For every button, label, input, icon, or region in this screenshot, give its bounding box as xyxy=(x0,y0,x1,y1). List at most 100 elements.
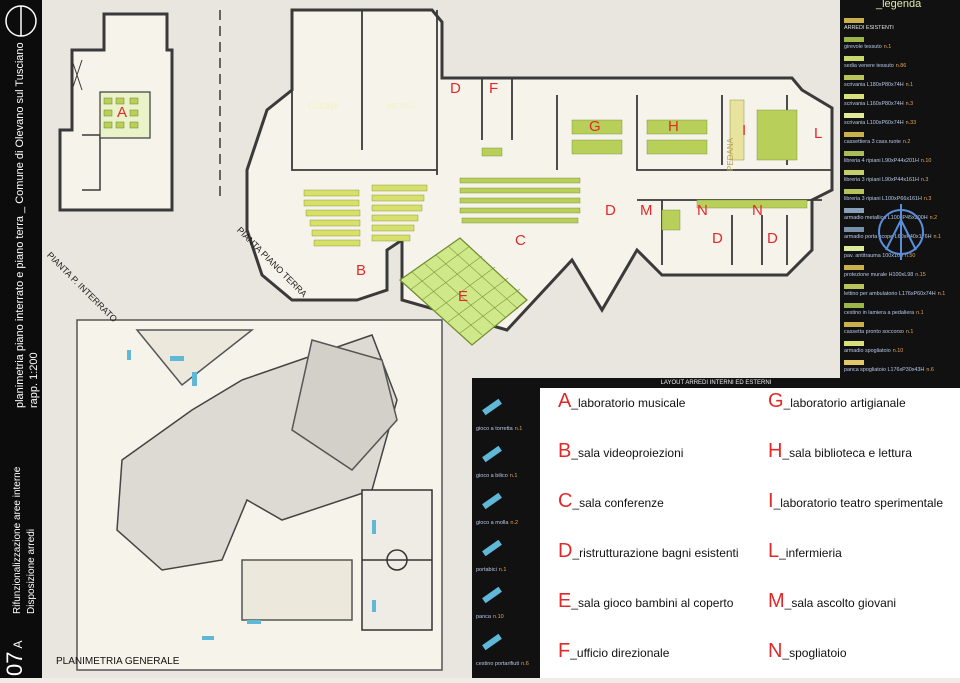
layout-header: LAYOUT ARREDI INTERNI ED ESTERNI xyxy=(472,378,960,388)
room-marker-m: M xyxy=(640,202,653,219)
room-key-entry: I_laboratorio teatro sperimentale xyxy=(768,490,943,513)
legend-item-label: scrivania L180xP80x74H xyxy=(844,82,904,88)
room-key-letter: D xyxy=(558,540,573,562)
room-key-entry: A_laboratorio musicale xyxy=(558,390,685,413)
basement-plan xyxy=(58,10,221,212)
sheet-subtitle: Disposizione arredi xyxy=(26,528,37,614)
room-key-entry: D_ristrutturazione bagni esistenti xyxy=(558,540,739,563)
room-marker-n: N xyxy=(697,202,708,219)
site-play-equipment xyxy=(127,350,376,640)
legend-item-label: cestino in lamiera a pedaliera xyxy=(844,310,915,316)
bench-icon xyxy=(482,586,502,604)
room-marker-d3: D xyxy=(712,230,723,247)
basement-furniture xyxy=(103,97,139,129)
room-marker-f: F xyxy=(489,80,499,97)
room-key-text: _sala videoproiezioni xyxy=(571,446,684,460)
label-canteen: MENSA xyxy=(387,102,416,111)
room-key-text: _sala ascolto giovani xyxy=(784,596,897,610)
room-marker-b: B xyxy=(356,262,367,279)
legend-swatch xyxy=(844,37,864,42)
legend-item-label: sedia venere tessuto xyxy=(844,63,894,69)
legend-swatch xyxy=(844,75,864,80)
sheet-title: Rifunzionalizzazione aree interne xyxy=(12,466,23,614)
lab-furniture xyxy=(571,99,808,231)
legend-item-qty: n.3 xyxy=(920,177,929,183)
plan-scale: rapp. 1:200 xyxy=(28,352,40,408)
north-arrow-icon xyxy=(878,204,924,260)
label-stage: PEDANA xyxy=(725,138,735,171)
ground-floor-plan xyxy=(245,8,834,332)
legend-item-qty: n.2 xyxy=(929,215,938,221)
legend-item-label: scrivania L160xP80x74H xyxy=(844,101,904,107)
room-key-letter: M xyxy=(768,590,785,612)
external-item-qty: n.1 xyxy=(498,567,507,573)
room-key-text: _spogliatoio xyxy=(782,646,847,660)
room-key-text: _laboratorio musicale xyxy=(571,396,686,410)
legend-item-label: lettino per ambulatorio L176xP60x74H xyxy=(844,291,936,297)
legend-swatch xyxy=(844,265,864,270)
legend-swatch xyxy=(844,303,864,308)
room-key-letter: L xyxy=(768,540,780,562)
bike-rack-icon xyxy=(482,539,502,557)
room-marker-n2: N xyxy=(752,202,763,219)
legend-item-qty: n.10 xyxy=(892,348,904,354)
legend-item-qty: n.1 xyxy=(916,310,924,316)
external-item-name: gioco a molla xyxy=(476,520,509,526)
legend-swatch xyxy=(844,94,864,99)
seesaw-icon xyxy=(482,445,502,463)
room-key-text: _infermieria xyxy=(779,546,842,560)
legend-item-qty: n.1 xyxy=(883,44,892,50)
room-key-entry: N_spogliatoio xyxy=(768,640,847,663)
room-key-text: _laboratorio teatro sperimentale xyxy=(773,496,943,510)
auditorium-seats xyxy=(303,184,428,247)
label-kitchen: CUCINA xyxy=(308,102,339,111)
room-key-text: _laboratorio artigianale xyxy=(783,396,906,410)
legend-swatch xyxy=(844,18,864,23)
general-site-plan xyxy=(76,319,443,671)
plan-title: planimetria piano interrato e piano terr… xyxy=(14,42,26,408)
legend-item-label: ARREDI ESISTENTI xyxy=(844,25,894,31)
legend-swatch xyxy=(844,246,864,251)
legend-title: _legenda xyxy=(876,0,922,10)
legend-item-qty: n.10 xyxy=(920,158,932,164)
sheet-symbol-icon xyxy=(5,5,37,37)
legend-swatch xyxy=(844,170,864,175)
room-key-entry: H_sala biblioteca e lettura xyxy=(768,440,912,463)
legend-item-label: armadio porta scope L60xP40x176H xyxy=(844,234,932,240)
legend-item-qty: n.2 xyxy=(902,139,911,145)
room-marker-c: C xyxy=(515,232,526,249)
legend-item-label: armadio metallico L100xP45x200H xyxy=(844,215,928,221)
room-marker-d4: D xyxy=(767,230,778,247)
room-marker-i: I xyxy=(742,122,747,139)
legend-item-qty: n.86 xyxy=(895,63,907,69)
legend-item: ARREDI ESISTENTI xyxy=(844,25,896,31)
legend-item-label: protezione murale H100xL98 xyxy=(844,272,914,278)
legend-item-qty: n.15 xyxy=(915,272,926,278)
label-general-plan: PLANIMETRIA GENERALE xyxy=(56,656,180,667)
legend-swatch xyxy=(844,284,864,289)
room-key-text: _ristrutturazione bagni esistenti xyxy=(572,546,739,560)
external-item-name: gioco a torretta xyxy=(476,426,513,432)
room-key-letter: F xyxy=(558,640,571,662)
room-key-text: _sala gioco bambini al coperto xyxy=(571,596,734,610)
room-marker-d2: D xyxy=(605,202,616,219)
room-marker-l: L xyxy=(814,125,823,142)
room-key-letter: G xyxy=(768,390,784,412)
legend-item-label: libreria 3 ripiani L100xP66x161H xyxy=(844,196,922,202)
waste-bin-icon xyxy=(482,633,502,651)
